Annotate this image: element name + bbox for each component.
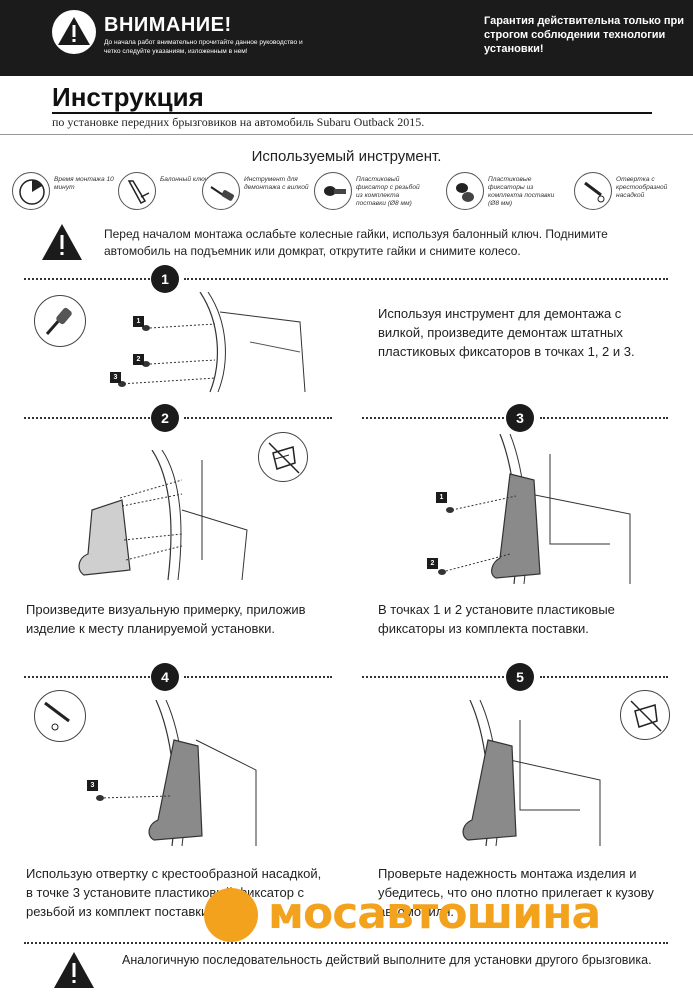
wrench-icon [118,172,156,210]
point-badge-3: 3 [87,780,98,791]
step-number-5: 5 [506,663,534,691]
step1-diagram [118,292,306,393]
divider [24,676,150,678]
step-1-text: Используя инструмент для демонтажа с вил… [378,306,635,359]
step-5-text: Проверьте надежность монтажа изделия и у… [378,866,654,919]
warning-icon [40,222,84,262]
clock-icon [12,172,50,210]
phillips-screwdriver-icon [574,172,612,210]
step2-diagram [78,450,248,581]
step-number-4: 4 [151,663,179,691]
divider [24,417,150,419]
mudflap-fit-icon [258,432,308,482]
tool-label: Инструмент для демонтажа с вилкой [244,176,309,191]
footer-instruction: Аналогичную последовательность действий … [122,953,652,967]
pre-step-instruction: Перед началом монтажа ослабьте колесные … [104,227,608,258]
divider [24,278,150,280]
warning-icon [52,10,96,54]
phillips-screwdriver-icon [34,690,86,742]
page-subtitle: по установке передних брызговиков на авт… [52,115,425,129]
divider [184,676,332,678]
point-badge-1: 1 [133,316,144,327]
mudflap-check-icon [620,690,670,740]
divider [362,417,504,419]
point-badge-2: 2 [133,354,144,365]
step4-diagram [96,700,257,847]
warning-icon [52,950,96,990]
page-title: Инструкция [52,82,204,112]
step-number-3: 3 [506,404,534,432]
step-2-text: Произведите визуальную примерку, приложи… [26,602,306,636]
warning-header: ВНИМАНИЕ! До начала работ внимательно пр… [0,0,693,76]
tool-label: Отвертка с крестообразной насадкой [616,176,668,199]
step-3-text: В точках 1 и 2 установите пластиковые фи… [378,602,615,636]
tools-title: Используемый инструмент. [251,148,442,165]
title-underline [52,112,652,114]
fork-tool-icon [202,172,240,210]
tool-label: Время монтажа 10 минут [54,176,114,191]
section-divider [0,134,693,135]
divider [540,417,668,419]
tool-label: Пластиковые фиксаторы из комплекта поста… [488,176,555,207]
divider [184,278,668,280]
warning-title: ВНИМАНИЕ! [104,14,232,36]
divider [362,676,504,678]
step5-diagram [462,700,601,847]
step3-diagram [438,434,631,585]
point-badge-2: 2 [427,558,438,569]
warning-text: До начала работ внимательно прочитайте д… [104,39,303,55]
step-number-1: 1 [151,265,179,293]
logo-circle-icon [204,888,258,942]
guarantee-text: Гарантия действительна только при строго… [484,15,684,55]
plastic-clip-icon [446,172,484,210]
fork-tool-icon [34,295,86,347]
watermark-logo: мосавтошина [200,884,680,946]
point-badge-1: 1 [436,492,447,503]
point-badge-3: 3 [110,372,121,383]
threaded-clip-icon [314,172,352,210]
tool-label: Пластиковый фиксатор с резьбой из компле… [356,176,420,207]
logo-text: мосавтошина [268,888,601,939]
divider [184,417,332,419]
divider [540,676,668,678]
tool-label: Балонный ключ [160,176,208,183]
divider [24,942,668,944]
step-number-2: 2 [151,404,179,432]
